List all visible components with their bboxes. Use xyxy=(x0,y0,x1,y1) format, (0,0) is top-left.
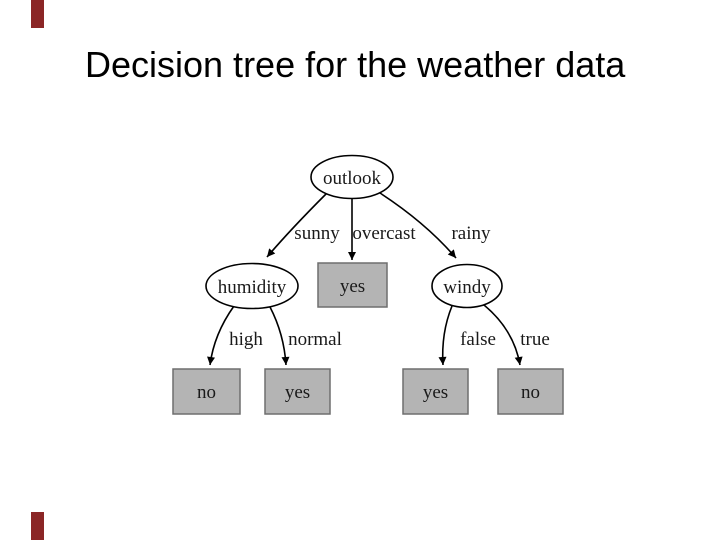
accent-bar-bottom xyxy=(31,512,44,540)
leaf-yes-false-box xyxy=(402,368,469,415)
leaf-no-true-box xyxy=(497,368,564,415)
edge-humidity-high xyxy=(207,305,235,366)
leaf-no-true-label: no xyxy=(521,382,540,403)
edge-windy-true xyxy=(483,304,523,366)
leaf-yes-normal-label: yes xyxy=(285,382,310,403)
node-humidity-label: humidity xyxy=(218,277,287,298)
slide-title: Decision tree for the weather data xyxy=(85,44,626,85)
node-humidity-ellipse xyxy=(205,262,299,310)
leaf-yes-overcast-box xyxy=(317,262,388,308)
branch-label-rainy: rainy xyxy=(451,223,491,244)
branch-label-true: true xyxy=(520,329,550,350)
accent-bar-top xyxy=(31,0,44,28)
leaf-no-high-label: no xyxy=(197,382,216,403)
branch-label-sunny: sunny xyxy=(294,223,340,244)
node-windy-ellipse xyxy=(431,263,503,309)
branch-label-normal: normal xyxy=(288,329,342,350)
edge-humidity-normal xyxy=(269,306,290,366)
leaf-yes-normal-box xyxy=(264,368,331,415)
leaf-yes-overcast-label: yes xyxy=(340,276,365,297)
edge-windy-false xyxy=(438,305,453,366)
leaf-yes-false-label: yes xyxy=(423,382,448,403)
node-outlook-label: outlook xyxy=(323,168,382,189)
node-windy-label: windy xyxy=(443,277,491,298)
leaf-no-high-box xyxy=(172,368,241,415)
node-outlook-ellipse xyxy=(310,154,394,200)
branch-label-false: false xyxy=(460,329,496,350)
branch-label-overcast: overcast xyxy=(352,223,416,244)
edge-outlook-rainy xyxy=(379,192,457,259)
edge-outlook-sunny xyxy=(266,193,327,258)
branch-label-high: high xyxy=(229,329,263,350)
